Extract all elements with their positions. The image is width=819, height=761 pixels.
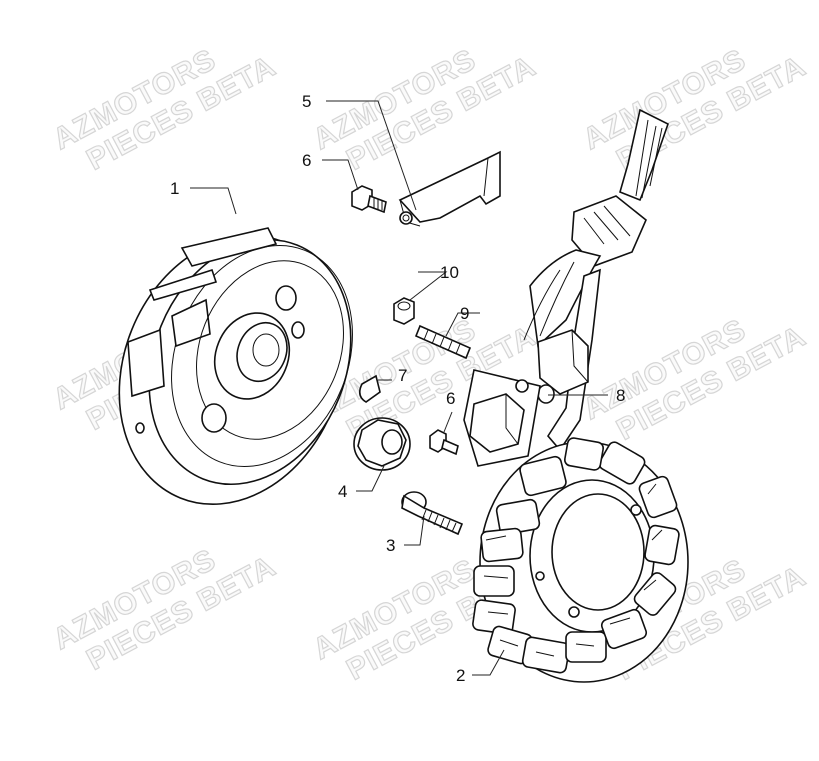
callout-6-upper: 6 [302, 151, 311, 170]
watermark: AZMOTORS PIECES BETA [47, 542, 282, 677]
flywheel-rotor [118, 227, 353, 505]
bolt-lower [429, 429, 459, 456]
callout-10: 10 [440, 263, 459, 282]
nut-10 [393, 297, 415, 325]
stator-coils [472, 437, 680, 674]
stud-9 [414, 324, 472, 360]
callout-5: 5 [302, 92, 311, 111]
callout-8: 8 [616, 386, 625, 405]
bolt-upper [351, 185, 387, 214]
watermark: AZMOTORS PIECES BETA [577, 42, 812, 177]
callout-2: 2 [456, 666, 465, 685]
callout-4: 4 [338, 482, 347, 501]
screw-3 [401, 491, 464, 536]
watermark: AZMOTORS PIECES BETA [47, 42, 282, 177]
callout-1: 1 [170, 179, 179, 198]
flange-nut-4 [353, 417, 411, 471]
woodruff-key-7 [358, 374, 381, 403]
callout-9: 9 [460, 304, 469, 323]
stator-assembly [463, 108, 689, 683]
watermark: AZMOTORS PIECES BETA [307, 42, 542, 177]
leader-lines [190, 100, 608, 676]
callout-labels: 1 2 3 4 5 6 6 7 8 9 10 [170, 92, 625, 685]
callout-7: 7 [398, 366, 407, 385]
callout-3: 3 [386, 536, 395, 555]
watermark: AZMOTORS PIECES BETA [577, 312, 812, 447]
callout-6-lower: 6 [446, 389, 455, 408]
cable-bracket [398, 150, 501, 227]
